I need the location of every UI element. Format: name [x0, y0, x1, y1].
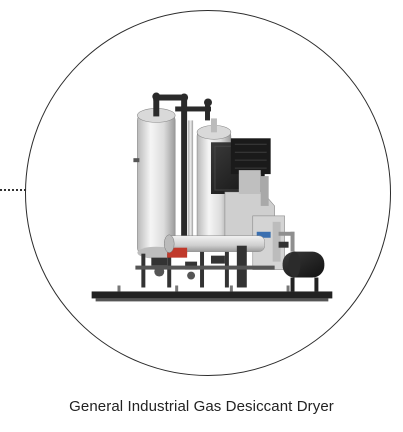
skid-bolts [117, 285, 290, 292]
side-piping [278, 231, 295, 252]
base-skid [91, 291, 333, 299]
diagram-caption: General Industrial Gas Desiccant Dryer [69, 398, 334, 415]
horizontal-receiver-tank [282, 251, 325, 292]
lower-pipe [135, 265, 275, 270]
main-horizontal-pipe [163, 234, 265, 258]
product-image-circle [25, 10, 391, 376]
top-piping [152, 92, 212, 254]
dotted-connector-line [0, 189, 26, 191]
base-skid-shadow [95, 298, 329, 302]
desiccant-dryer-illustration [91, 92, 333, 302]
vertical-pipe [188, 120, 194, 250]
